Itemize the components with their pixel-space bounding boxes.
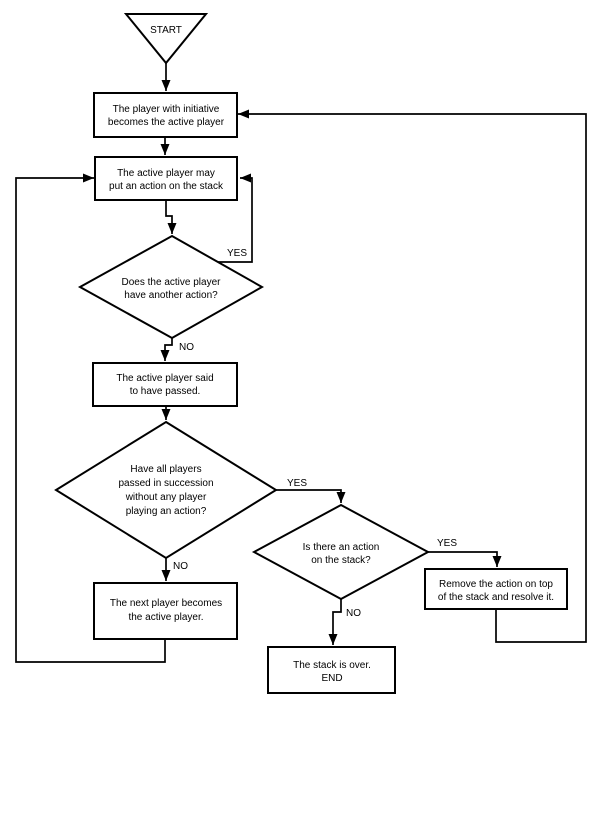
- initiative-box-shape: [93, 92, 238, 138]
- node-start: START: [123, 13, 209, 65]
- edge-put-action-to-another-action: [165, 200, 177, 234]
- node-initiative-line2: becomes the active player: [108, 117, 225, 128]
- node-said-passed: The active player said to have passed.: [92, 362, 238, 407]
- node-put-action-line2: put an action on the stack: [109, 181, 224, 192]
- node-remove-action: Remove the action on top of the stack an…: [424, 568, 568, 610]
- node-next-player: The next player becomes the active playe…: [93, 582, 238, 640]
- edge-action-on-stack-no: [328, 599, 342, 645]
- node-action-on-stack-line1: Is there an action: [303, 542, 380, 553]
- node-stack-over-line2: END: [321, 673, 342, 684]
- edge-label-action-yes: YES: [437, 538, 457, 549]
- another-action-diamond-shape: [77, 234, 265, 340]
- node-remove-action-line1: Remove the action on top: [439, 579, 553, 590]
- edge-label-another-no: NO: [179, 342, 194, 353]
- node-action-on-stack-line2: on the stack?: [311, 555, 371, 566]
- edge-all-passed-yes: [276, 489, 346, 503]
- node-another-action-line2: have another action?: [124, 290, 218, 301]
- node-put-action-line1: The active player may: [117, 168, 215, 179]
- node-put-action: The active player may put an action on t…: [94, 156, 238, 201]
- edge-label-another-yes: YES: [227, 248, 247, 259]
- edge-remove-action-loop-to-initiative: [238, 109, 587, 643]
- flowchart-edges: YES NO YES NO YES NO: [15, 63, 587, 663]
- edge-another-action-no: [160, 338, 173, 361]
- stack-over-box-shape: [267, 646, 396, 694]
- node-all-passed: Have all players passed in succession wi…: [54, 420, 278, 560]
- edge-next-player-loop-to-put-action: [15, 173, 166, 663]
- node-said-passed-line1: The active player said: [116, 373, 213, 384]
- start-triangle-shape: [123, 13, 209, 65]
- node-all-passed-line4: playing an action?: [126, 506, 207, 517]
- all-passed-diamond-shape: [54, 420, 278, 560]
- node-all-passed-line2: passed in succession: [118, 478, 213, 489]
- action-on-stack-diamond-shape: [251, 503, 431, 601]
- next-player-box-shape: [93, 582, 238, 640]
- said-passed-box-shape: [92, 362, 238, 407]
- node-stack-over: The stack is over. END: [267, 646, 396, 694]
- node-all-passed-line1: Have all players: [130, 464, 201, 475]
- node-initiative-line1: The player with initiative: [113, 104, 220, 115]
- node-next-player-line2: the active player.: [128, 612, 203, 623]
- node-all-passed-line3: without any player: [125, 492, 207, 503]
- edge-label-all-passed-no: NO: [173, 561, 188, 572]
- node-next-player-line1: The next player becomes: [110, 598, 222, 609]
- node-another-action: Does the active player have another acti…: [77, 234, 265, 340]
- node-start-label: START: [150, 25, 182, 36]
- edge-action-on-stack-yes: [428, 551, 502, 567]
- node-initiative: The player with initiative becomes the a…: [93, 92, 238, 138]
- edge-label-all-passed-yes: YES: [287, 478, 307, 489]
- remove-action-box-shape: [424, 568, 568, 610]
- node-remove-action-line2: of the stack and resolve it.: [438, 592, 554, 603]
- put-action-box-shape: [94, 156, 238, 201]
- edge-label-action-no: NO: [346, 608, 361, 619]
- node-another-action-line1: Does the active player: [122, 277, 222, 288]
- node-stack-over-line1: The stack is over.: [293, 660, 371, 671]
- edge-another-action-yes-loop: [218, 173, 253, 263]
- node-said-passed-line2: to have passed.: [130, 386, 201, 397]
- node-action-on-stack: Is there an action on the stack?: [251, 503, 431, 601]
